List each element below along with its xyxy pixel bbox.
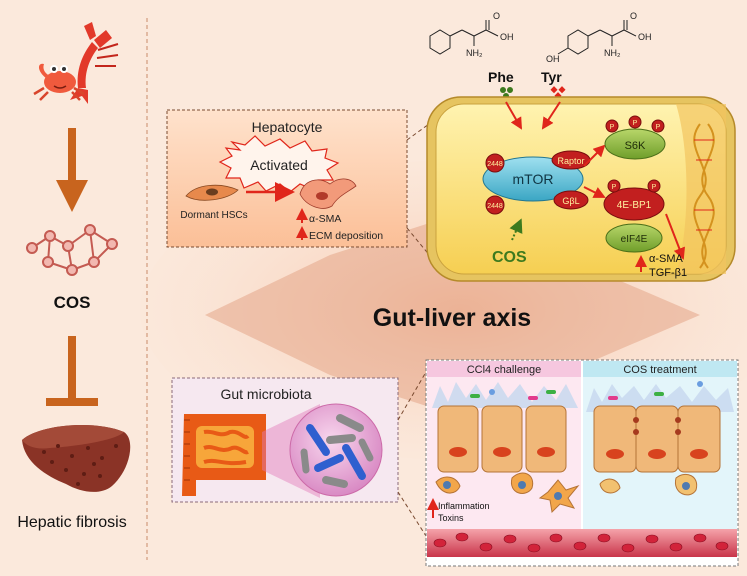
cos-label: COS: [54, 293, 91, 312]
hepatocyte-cell: [426, 96, 736, 282]
asma-label-cell: α-SMA: [649, 253, 684, 265]
cos-inhibit-arrow: [509, 218, 523, 241]
ccl4-label: CCl4 challenge: [467, 364, 542, 376]
site-top-label: 2448: [487, 161, 503, 168]
eif4e-node: [605, 223, 663, 253]
hepatocyte-title: Hepatocyte: [252, 119, 323, 135]
tyr-o: O: [630, 11, 637, 21]
treatment-label: COS treatment: [623, 364, 696, 376]
raptor-label: Raptor: [557, 156, 584, 166]
inflammation-label: Inflammation: [438, 501, 490, 511]
activated-hsc-icon: [299, 178, 357, 209]
gut-title: Gut microbiota: [220, 386, 311, 402]
arrow-to-4ebp1: [583, 186, 606, 198]
site-2448-top: [485, 153, 505, 173]
intestine-icon: [182, 414, 266, 496]
immune-cells: [435, 472, 698, 514]
connector-gut-bottom: [397, 491, 427, 537]
s6k-label: S6K: [625, 140, 646, 152]
liver-icon: [22, 425, 131, 492]
phe-oh: OH: [500, 32, 514, 42]
ecm-label: ECM deposition: [309, 230, 383, 242]
epithelium-cos: [593, 405, 721, 473]
toxins-label: Toxins: [438, 513, 464, 523]
tyr-label: Tyr: [541, 69, 562, 85]
p-ebp1-1: P: [612, 184, 617, 191]
cos-cell-label: COS: [492, 249, 527, 266]
p-s6k-3: P: [656, 124, 661, 131]
tyr-nh2: NH₂: [604, 48, 621, 58]
dormant-hsc-label: Dormant HSCs: [180, 210, 247, 221]
dna-icon: [693, 123, 715, 269]
gbl-label: GβL: [562, 196, 579, 206]
site-2448-bottom: [485, 195, 505, 215]
phe-o: O: [493, 11, 500, 21]
tyr-arrow: [541, 101, 561, 130]
cos-molecule-icon: [26, 224, 118, 276]
ebp1-node: [603, 187, 665, 221]
asma-label-box: α-SMA: [309, 213, 341, 225]
arrow-to-nucleus: [665, 213, 685, 260]
connector-gut-top: [397, 371, 427, 421]
tyr-ho: OH: [546, 54, 560, 64]
inhibit-bar: [46, 336, 98, 406]
lumen-bacteria: [470, 381, 703, 400]
hepatic-fibrosis-label: Hepatic fibrosis: [17, 514, 126, 531]
p-s6k-2: P: [633, 120, 638, 127]
hepatocyte-box: Hepatocyte Activated Dormant HSCs α-SMA …: [166, 109, 408, 248]
gut-liver-axis-title: Gut-liver axis: [373, 304, 531, 332]
ebp1-label: 4E-BP1: [617, 200, 652, 211]
phe-arrow: [505, 101, 522, 130]
activated-label: Activated: [250, 157, 308, 173]
site-bottom-label: 2448: [487, 203, 503, 210]
phe-label: Phe: [488, 69, 514, 85]
epithelium-ccl4: [437, 405, 567, 473]
mtor-label: mTOR: [513, 171, 554, 187]
p-s6k-1: P: [610, 124, 615, 131]
tyr-oh: OH: [638, 32, 652, 42]
tyr-structure: [557, 20, 637, 55]
gbl-node: [553, 190, 589, 210]
phe-structure: [429, 20, 499, 55]
tgfb-label: TGF-β1: [649, 267, 687, 279]
gut-microbiota-box: Gut microbiota: [171, 377, 399, 503]
intestine-panel: CCl4 challenge COS treatment: [425, 359, 739, 567]
phe-nh2: NH₂: [466, 48, 483, 58]
s6k-node: [604, 128, 666, 160]
p-ebp1-2: P: [652, 184, 657, 191]
seafood-icon: [33, 22, 119, 104]
arrow-to-s6k: [583, 144, 606, 167]
down-arrow-1: [56, 128, 88, 212]
bacteria-icons: [300, 414, 374, 488]
eif4e-label: eIF4E: [621, 234, 648, 245]
mtor-complex: [482, 156, 584, 202]
